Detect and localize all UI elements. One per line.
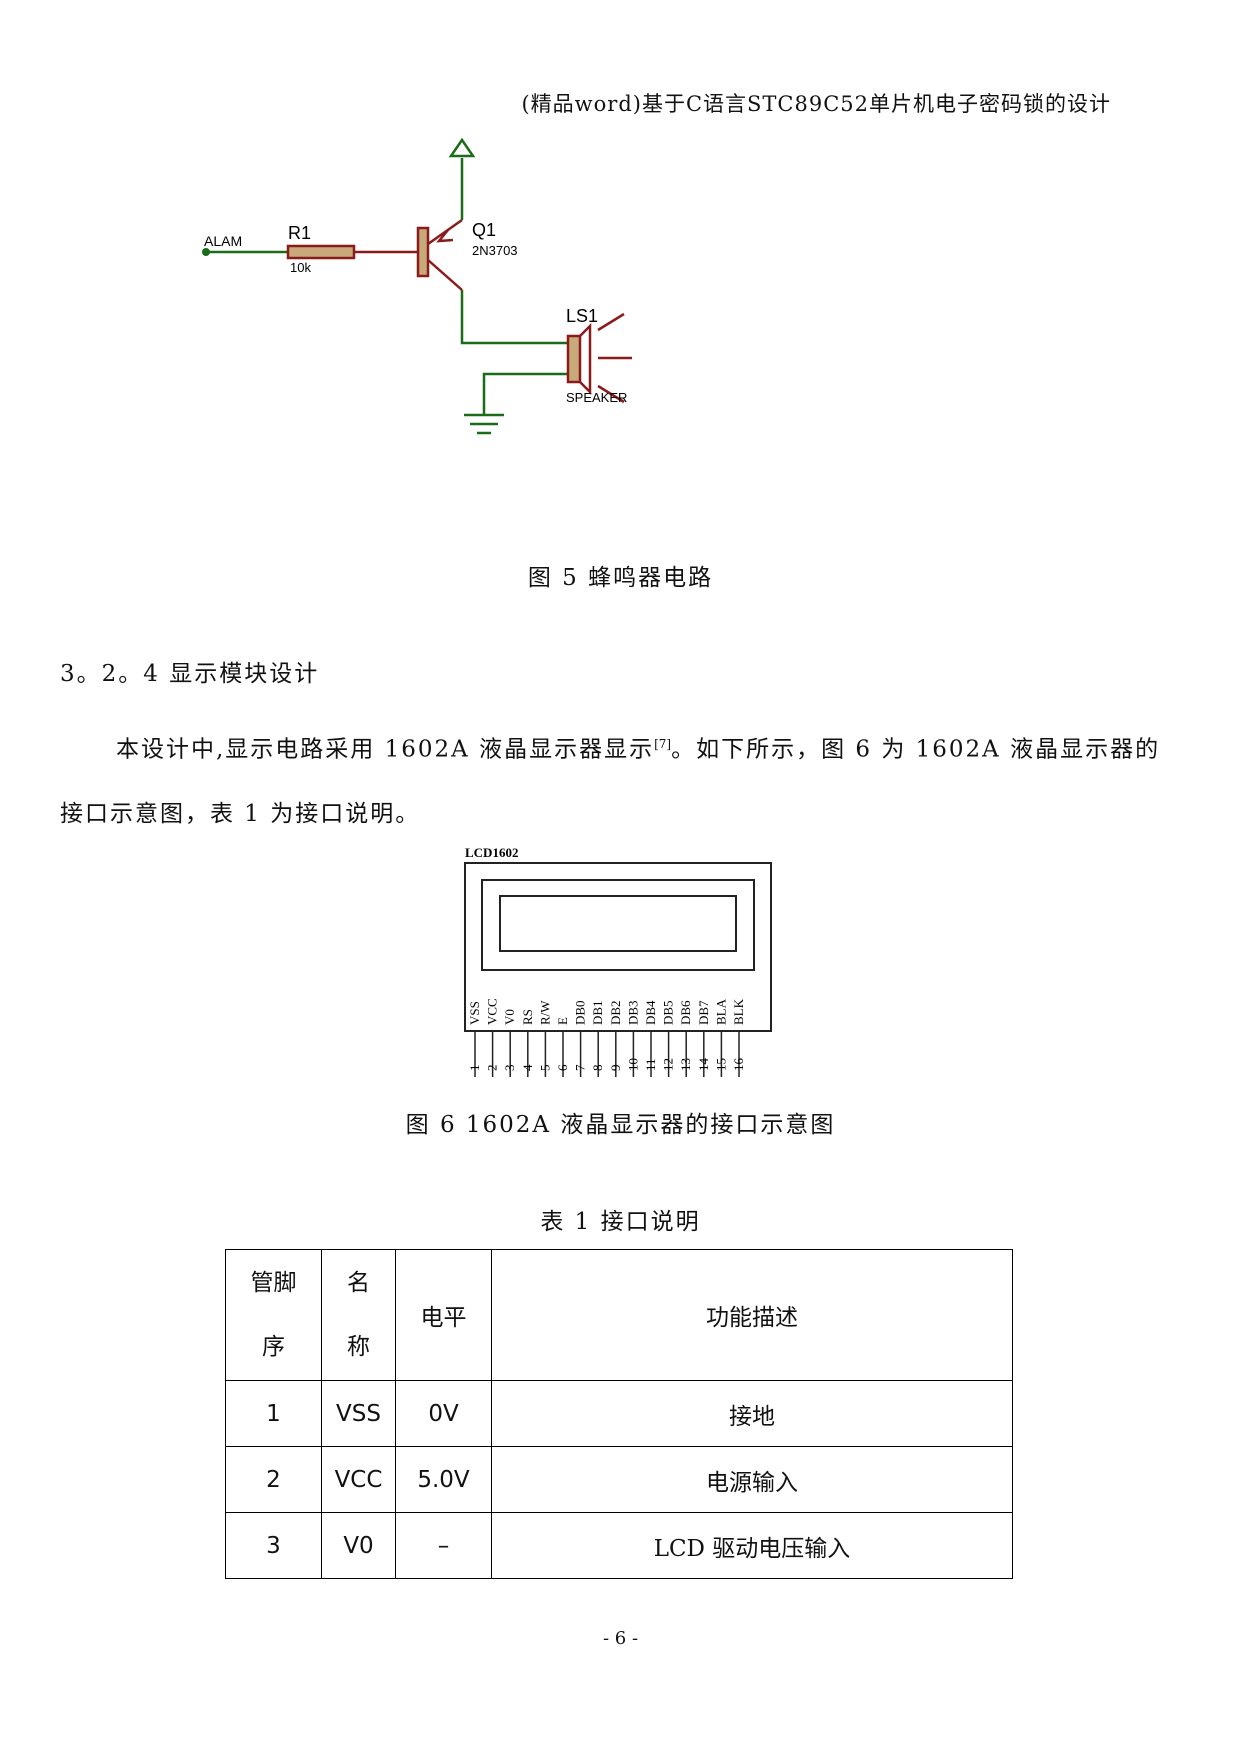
speaker-ls1-icon [566,334,582,384]
q1-part: 2N3703 [472,243,518,258]
sound-waves-icon [597,312,632,404]
lcd-pin-name: BLA [713,998,728,1025]
table-row: 1 VSS 0V 接地 [225,1380,1013,1447]
lcd-pin-name: V0 [502,1009,517,1025]
ls1-label: LS1 [566,306,598,326]
lcd-pin-name: BLK [731,998,746,1025]
header-name: 名称 [321,1249,396,1381]
ground-wire [482,372,568,415]
lcd-outer-frame [464,862,772,1032]
lcd-pin-number: 14 [696,1058,711,1072]
citation-ref: [7] [654,737,672,751]
emitter-arrow-icon [436,229,454,243]
transistor-q1-icon [416,226,430,278]
alam-label: ALAM [204,233,242,249]
figure-6-caption: 图 6 1602A 液晶显示器的接口示意图 [405,1112,836,1138]
cell-level: 5.0V [395,1446,492,1513]
page-number: - 6 - [602,1628,639,1649]
cell-name: VCC [321,1446,396,1513]
r1-value: 10k [290,260,311,275]
table-header-row: 管脚序 名称 电平 功能描述 [225,1249,1013,1381]
cell-pin: 3 [225,1512,322,1579]
table-row: 3 V0 – LCD 驱动电压输入 [225,1512,1013,1579]
cell-pin: 2 [225,1446,322,1513]
lcd-pin-name: DB3 [625,1000,640,1025]
lcd-pin-name: VSS [467,1001,482,1025]
cell-name: VSS [321,1380,396,1447]
lcd-pin-number: 8 [590,1065,605,1072]
cell-level: – [395,1512,492,1579]
ground-icon [464,413,504,435]
lcd-pin-number: 16 [731,1058,746,1072]
q1-label: Q1 [472,220,496,240]
lcd-pin-number: 15 [713,1058,728,1071]
lcd-pin-name: DB0 [573,1000,588,1025]
header-level: 电平 [395,1249,492,1381]
cell-desc: 接地 [491,1380,1013,1447]
cell-name: V0 [321,1512,396,1579]
lcd-display-area [499,895,737,952]
figure-5-caption: 图 5 蜂鸣器电路 [527,565,714,591]
lcd-screen-frame [481,879,755,971]
lcd-pin-number: 11 [643,1058,658,1071]
header-pin: 管脚序 [225,1249,322,1381]
r1-label: R1 [288,223,311,243]
lcd-pin-number: 10 [625,1058,640,1071]
interface-table: 管脚序 名称 电平 功能描述 1 VSS 0V 接地 2 VCC 5.0V 电源… [225,1249,1013,1579]
vcc-arrow-icon [448,137,476,158]
lcd1602-interface-diagram: LCD1602 VSS 1 VCC 2 V0 3 RS 4 R/W 5 E 6 DB0 7 DB1 8 DB2 9… [464,845,772,1077]
lcd-title: LCD1602 [465,845,518,860]
buzzer-circuit-diagram: ALAM R1 10k Q1 2N3703 LS1 SPEAKER [202,137,632,435]
lcd-pin-number: 3 [502,1065,517,1072]
paragraph-text-1: 本设计中,显示电路采用 1602A 液晶显示器显示 [116,736,655,763]
lcd-pin-number: 12 [661,1058,676,1071]
cell-pin: 1 [225,1380,322,1447]
collector-wire [460,290,568,345]
page-header: (精品word)基于C语言STC89C52单片机电子密码锁的设计 [521,92,1111,116]
lcd-pin-name: DB2 [608,1000,623,1025]
speaker-label: SPEAKER [566,390,627,405]
lcd-pin-number: 9 [608,1065,623,1072]
lcd-pin-number: 5 [537,1065,552,1072]
lcd-pin-name: VCC [485,998,500,1025]
cell-desc: 电源输入 [491,1446,1013,1513]
lcd-pin-name: DB4 [643,1000,658,1025]
lcd-pin-name: RS [520,1009,535,1025]
lcd-pin-number: 13 [678,1058,693,1071]
lcd-pin-number: 2 [485,1065,500,1072]
table-row: 2 VCC 5.0V 电源输入 [225,1446,1013,1513]
header-desc: 功能描述 [491,1249,1013,1381]
lcd-pin-name: DB1 [590,1000,605,1025]
alam-node-icon [202,248,210,256]
resistor-r1-icon [286,244,356,260]
lcd-pin-number: 4 [520,1064,535,1071]
lcd-pin-name: DB7 [696,1000,711,1025]
lcd-pin-number: 1 [467,1065,482,1072]
lcd-pin-name: DB5 [661,1000,676,1025]
lcd-pin-name: R/W [537,1000,552,1025]
section-title: 3。2。4 显示模块设计 [60,661,320,687]
lcd-pin-number: 6 [555,1064,570,1071]
table-1-caption: 表 1 接口说明 [540,1209,701,1235]
lcd-pin-name: E [555,1017,570,1025]
body-paragraph: 本设计中,显示电路采用 1602A 液晶显示器显示[7]。如下所示，图 6 为 … [60,712,1180,846]
lcd-pin-name: DB6 [678,1000,693,1025]
cell-desc: LCD 驱动电压输入 [491,1512,1013,1579]
paragraph-text-2: 。如下所示，图 6 为 1602A 液晶显示器的接口示意图，表 1 为接口说明。 [60,736,1161,827]
lcd-pin-number: 7 [573,1064,588,1071]
cell-level: 0V [395,1380,492,1447]
